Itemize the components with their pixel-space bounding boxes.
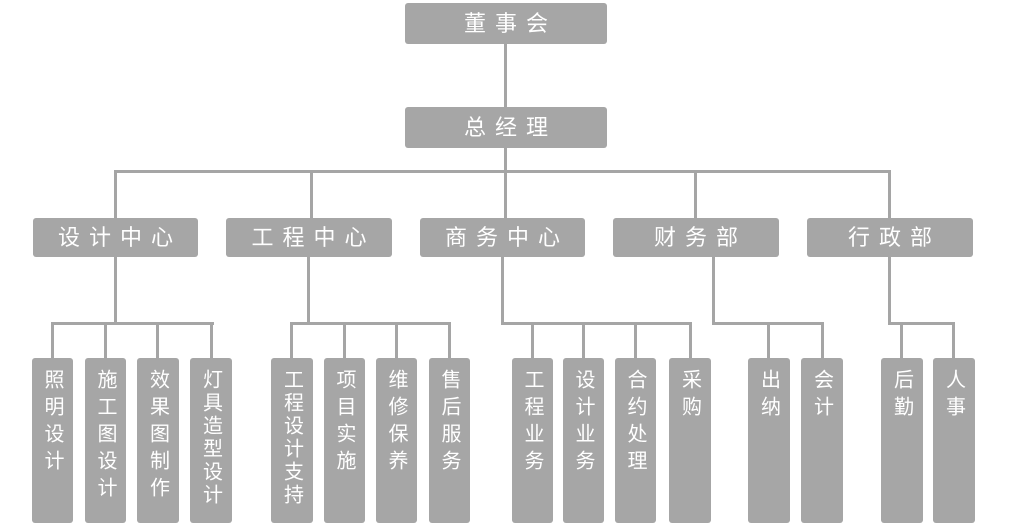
connector-line: [634, 322, 637, 358]
leaf-lighting-design: 照明设计: [32, 358, 73, 523]
connector-line: [582, 322, 585, 358]
connector-line: [448, 322, 451, 358]
leaf-project-implementation: 项目实施: [324, 358, 365, 523]
connector-line: [104, 322, 107, 358]
leaf-label: 工程设计支持: [280, 369, 303, 507]
node-dept-administration: 行政部: [807, 218, 973, 257]
connector-line: [501, 322, 692, 325]
leaf-engineering-design-support: 工程设计支持: [271, 358, 313, 523]
connector-line: [952, 322, 955, 358]
connector-line: [888, 257, 891, 322]
connector-line: [900, 322, 903, 358]
leaf-label: 人事: [942, 369, 965, 423]
leaf-human-resources: 人事: [933, 358, 975, 523]
leaf-label: 合约处理: [624, 369, 646, 477]
node-dept-engineering-center: 工程中心: [226, 218, 392, 257]
connector-line: [343, 322, 346, 358]
node-board-of-directors: 董事会: [405, 3, 607, 44]
leaf-cashier: 出纳: [748, 358, 790, 523]
leaf-construction-drawing-design: 施工图设计: [85, 358, 126, 523]
connector-line: [114, 170, 891, 173]
leaf-label: 效果图制作: [146, 369, 169, 504]
leaf-label: 项目实施: [333, 369, 355, 477]
connector-line: [210, 322, 213, 358]
leaf-procurement: 采购: [669, 358, 711, 523]
connector-line: [888, 170, 891, 218]
leaf-accounting: 会计: [801, 358, 843, 523]
connector-line: [531, 322, 534, 358]
connector-line: [689, 322, 692, 358]
leaf-contract-processing: 合约处理: [615, 358, 656, 523]
connector-line: [114, 170, 117, 218]
connector-line: [821, 322, 824, 358]
leaf-label: 会计: [810, 369, 833, 423]
connector-line: [310, 170, 313, 218]
connector-line: [767, 322, 770, 358]
leaf-label: 工程业务: [521, 369, 543, 477]
leaf-label: 出纳: [757, 369, 780, 423]
connector-line: [504, 148, 507, 170]
leaf-rendering-production: 效果图制作: [137, 358, 179, 523]
connector-line: [290, 322, 293, 358]
leaf-lamp-styling-design: 灯具造型设计: [190, 358, 232, 523]
leaf-label: 维修保养: [385, 369, 407, 477]
connector-line: [504, 170, 507, 218]
node-dept-design-center: 设计中心: [33, 218, 198, 257]
leaf-label: 照明设计: [41, 369, 63, 477]
connector-line: [156, 322, 159, 358]
leaf-maintenance: 维修保养: [376, 358, 417, 523]
leaf-after-sales-service: 售后服务: [429, 358, 470, 523]
leaf-label: 施工图设计: [94, 369, 116, 504]
leaf-engineering-business: 工程业务: [512, 358, 553, 523]
leaf-design-business: 设计业务: [563, 358, 604, 523]
connector-line: [888, 322, 955, 325]
node-dept-business-center: 商务中心: [420, 218, 585, 257]
connector-line: [712, 257, 715, 322]
connector-line: [51, 322, 54, 358]
leaf-label: 采购: [678, 369, 701, 423]
connector-line: [307, 257, 310, 322]
leaf-label: 售后服务: [438, 369, 460, 477]
connector-line: [395, 322, 398, 358]
connector-line: [694, 170, 697, 218]
connector-line: [114, 257, 117, 322]
leaf-logistics: 后勤: [881, 358, 923, 523]
leaf-label: 灯具造型设计: [199, 369, 222, 507]
leaf-label: 设计业务: [572, 369, 594, 477]
connector-line: [51, 322, 214, 325]
node-dept-finance: 财务部: [613, 218, 779, 257]
connector-line: [290, 322, 451, 325]
leaf-label: 后勤: [890, 369, 913, 423]
node-general-manager: 总经理: [405, 107, 607, 148]
connector-line: [504, 44, 507, 107]
connector-line: [501, 257, 504, 322]
